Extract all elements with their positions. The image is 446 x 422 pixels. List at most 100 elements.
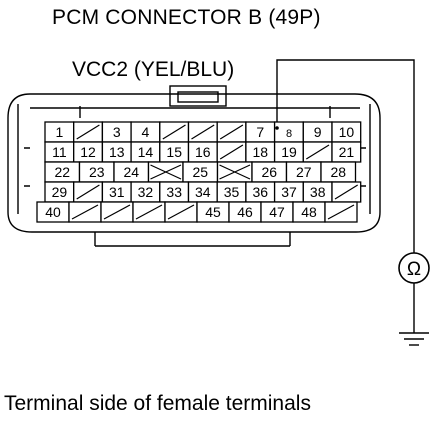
terminal-number: 4 <box>142 124 150 140</box>
terminal-cell <box>216 141 247 163</box>
terminal-number: 25 <box>193 164 209 180</box>
terminal-cell <box>73 121 104 143</box>
terminal-number: 34 <box>195 184 211 200</box>
terminal-number: 26 <box>262 164 278 180</box>
terminal-number: 24 <box>124 164 140 180</box>
terminal-cell <box>164 201 198 223</box>
terminal-number: 23 <box>89 164 105 180</box>
ohmmeter-icon <box>398 252 430 284</box>
terminal-number: 15 <box>166 144 182 160</box>
unused-terminal-mark <box>219 124 244 140</box>
unused-terminal-mark <box>76 124 100 140</box>
terminal-cell <box>302 141 333 163</box>
terminal-number: 28 <box>331 164 347 180</box>
terminal-cell: 8 <box>273 121 304 143</box>
unused-terminal-mark <box>103 204 131 220</box>
terminal-cell: 24 <box>113 161 150 183</box>
terminal-cell: 3 <box>101 121 132 143</box>
terminal-number: 16 <box>195 144 211 160</box>
connector-housing-inner <box>17 104 371 214</box>
terminal-cell: 11 <box>44 141 75 163</box>
terminal-number: 19 <box>281 144 297 160</box>
terminal-number: 33 <box>166 184 182 200</box>
connector-side-lugs <box>24 147 366 187</box>
terminal-cell: 33 <box>159 181 190 203</box>
probe-wire <box>276 59 415 253</box>
terminal-cell: 10 <box>331 121 362 143</box>
terminal-cell: 26 <box>251 161 288 183</box>
terminal-cell <box>73 181 104 203</box>
wire-label: VCC2 (YEL/BLU) <box>72 58 235 81</box>
terminal-cell: 27 <box>285 161 322 183</box>
unused-terminal-mark <box>191 124 215 140</box>
unused-terminal-mark <box>135 204 163 220</box>
connector-latch-inner <box>177 91 219 103</box>
terminal-number: 40 <box>45 204 61 220</box>
unused-terminal-mark <box>150 164 182 180</box>
terminal-number: 29 <box>52 184 68 200</box>
terminal-cell: 14 <box>130 141 161 163</box>
unused-terminal-mark <box>76 184 100 200</box>
unused-terminal-mark <box>219 164 251 180</box>
terminal-cell: 13 <box>101 141 132 163</box>
terminal-cell: 9 <box>302 121 333 143</box>
terminal-number: 48 <box>301 204 317 220</box>
terminal-number: 13 <box>109 144 125 160</box>
terminal-number: 38 <box>310 184 326 200</box>
terminal-number: 45 <box>205 204 221 220</box>
terminal-number: 47 <box>269 204 285 220</box>
terminal-cell: 25 <box>182 161 219 183</box>
terminal-number: 14 <box>138 144 154 160</box>
unused-terminal-mark <box>327 204 355 220</box>
terminal-number: 35 <box>224 184 240 200</box>
terminal-cell: 28 <box>320 161 357 183</box>
terminal-cell <box>159 121 190 143</box>
terminal-cell <box>216 161 253 183</box>
unused-terminal-mark <box>334 184 359 200</box>
terminal-cell <box>100 201 134 223</box>
terminal-number: 46 <box>237 204 253 220</box>
terminal-cell: 46 <box>228 201 262 223</box>
terminal-cell <box>324 201 358 223</box>
terminal-number: 12 <box>80 144 96 160</box>
terminal-cell: 4 <box>130 121 161 143</box>
terminal-cell: 16 <box>187 141 218 163</box>
connector-top-rail <box>30 106 360 118</box>
terminal-number: 9 <box>314 124 322 140</box>
terminal-number: 8 <box>286 128 292 140</box>
terminal-number: 18 <box>253 144 269 160</box>
terminal-cell: 22 <box>44 161 81 183</box>
terminal-cell: 38 <box>302 181 333 203</box>
unused-terminal-mark <box>71 204 99 220</box>
terminal-number: 21 <box>339 144 355 160</box>
terminal-cell: 35 <box>216 181 247 203</box>
terminal-number: 10 <box>339 124 355 140</box>
terminal-cell: 37 <box>273 181 304 203</box>
terminal-cell: 7 <box>245 121 276 143</box>
terminal-cell: 31 <box>101 181 132 203</box>
terminal-cell: 32 <box>130 181 161 203</box>
terminal-cell: 47 <box>260 201 294 223</box>
probe-tip <box>275 126 279 130</box>
terminal-number: 7 <box>256 124 264 140</box>
terminal-cell: 36 <box>245 181 276 203</box>
terminal-number: 22 <box>55 164 71 180</box>
terminal-cell: 40 <box>36 201 70 223</box>
terminal-cell <box>216 121 247 143</box>
terminal-cell <box>187 121 218 143</box>
connector-bottom-lugs <box>94 232 291 247</box>
connector-latch <box>169 85 227 107</box>
ohmmeter: Ω <box>398 252 430 284</box>
terminal-cell: 29 <box>44 181 75 203</box>
terminal-cell: 15 <box>159 141 190 163</box>
terminal-number: 3 <box>113 124 121 140</box>
terminal-cell <box>68 201 102 223</box>
diagram-title: PCM CONNECTOR B (49P) <box>52 6 321 29</box>
connector-housing <box>7 93 381 233</box>
unused-terminal-mark <box>167 204 195 220</box>
terminal-cell: 34 <box>187 181 218 203</box>
unused-terminal-mark <box>162 124 186 140</box>
terminal-cell: 1 <box>44 121 75 143</box>
